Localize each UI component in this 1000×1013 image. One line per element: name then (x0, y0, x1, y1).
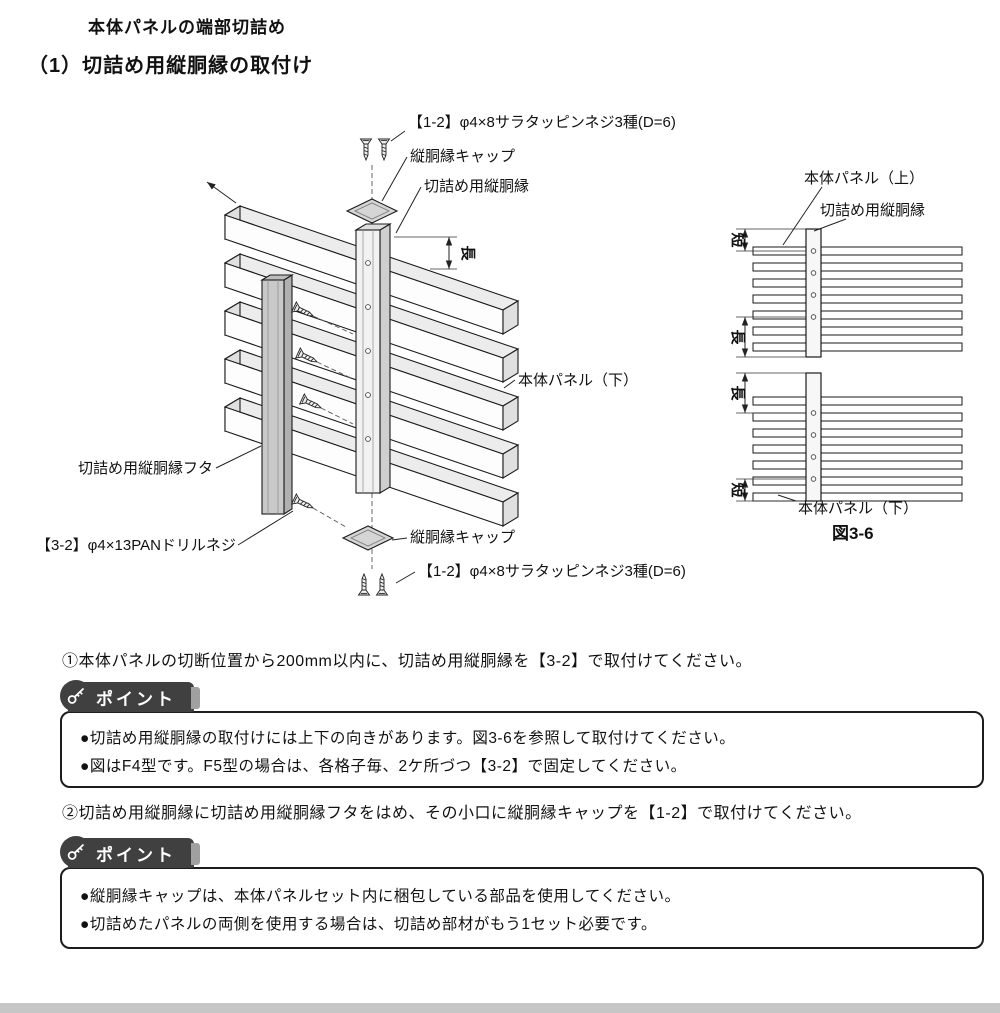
page-title: 本体パネルの端部切詰め (88, 18, 286, 37)
leader-screw-top (390, 130, 406, 142)
side-upper-slats (752, 246, 963, 352)
dim-short-top-label: 短 (729, 232, 747, 247)
furring-strip (354, 223, 392, 494)
leader-side-panel-upper (782, 186, 823, 246)
point-tab-label: ポイント (96, 845, 176, 865)
drill-screws (291, 301, 354, 528)
dim-long-label: 長 (459, 245, 476, 261)
dim-long-top-label: 長 (729, 329, 746, 345)
dim-short-bottom-label: 短 (729, 482, 747, 497)
leader-furring (395, 186, 422, 234)
label-drill-screw: 【3-2】φ4×13PANドリルネジ (36, 537, 236, 554)
leader-cap-bottom (391, 537, 408, 541)
dimension-long: 長 (394, 236, 476, 270)
side-view-diagram: 短 長 長 短 本体パネル（上） 切詰め用縦胴縁 本体パネル（下） 図3-6 (729, 170, 963, 543)
label-side-furring: 切詰め用縦胴縁 (820, 202, 925, 219)
label-screw-top: 【1-2】φ4×8サラタッピンネジ3種(D=6) (408, 114, 676, 131)
point-item: ●切詰めたパネルの両側を使用する場合は、切詰め部材がもう1セット必要です。 (80, 916, 657, 933)
tapping-screws-top (360, 138, 390, 161)
point-item: ●切詰め用縦胴縁の取付けには上下の向きがあります。図3-6を参照して取付けてくだ… (80, 730, 736, 747)
point-tab-1: ポイント (60, 679, 200, 712)
label-side-panel-upper: 本体パネル（上） (804, 170, 924, 187)
leader-cap-top (381, 156, 408, 202)
label-cover: 切詰め用縦胴縁フタ (78, 460, 213, 477)
panel-bars (223, 205, 520, 527)
key-icon (60, 679, 92, 712)
point-tab-label: ポイント (96, 689, 176, 709)
point-box-1: ●切詰め用縦胴縁の取付けには上下の向きがあります。図3-6を参照して取付けてくだ… (60, 711, 984, 788)
page-bottom-edge (0, 1003, 1000, 1013)
page-subtitle: （1）切詰め用縦胴縁の取付け (28, 55, 314, 77)
figure-caption: 図3-6 (832, 524, 874, 543)
step-1-text: ①本体パネルの切断位置から200mm以内に、切詰め用縦胴縁を【3-2】で取付けて… (62, 653, 753, 670)
bar-direction-arrow (206, 181, 237, 204)
point-item: ●縦胴縁キャップは、本体パネルセット内に梱包している部品を使用してください。 (80, 888, 681, 905)
step-2-text: ②切詰め用縦胴縁に切詰め用縦胴縁フタをはめ、その小口に縦胴縁キャップを【1-2】… (62, 805, 862, 822)
label-side-panel-lower: 本体パネル（下） (798, 500, 918, 517)
tapping-screws-bottom (358, 573, 388, 596)
label-cap-top: 縦胴縁キャップ (410, 148, 515, 165)
cap-top (345, 198, 399, 224)
leader-panel-lower (503, 379, 516, 389)
drill-screw (291, 493, 316, 514)
point-tab-2: ポイント (60, 835, 200, 868)
leader-side-panel-lower (777, 494, 797, 502)
assembly-diagram: 長 【1-2】φ4×8サラタッピンネジ3種(D=6) 縦胴縁キャップ 切詰め用縦… (36, 114, 963, 596)
leader-screw-bottom (395, 571, 416, 584)
side-lower-slats (752, 396, 963, 502)
leader-drill-screw (237, 510, 294, 546)
leader-cover (215, 445, 262, 469)
leader-side-furring (813, 218, 847, 232)
label-furring: 切詰め用縦胴縁 (424, 178, 529, 195)
label-panel-lower: 本体パネル（下） (518, 372, 638, 389)
side-upper-furring (805, 228, 822, 358)
point-item: ●図はF4型です。F5型の場合は、各格子毎、2ケ所づつ【3-2】で固定してくださ… (80, 758, 687, 775)
cap-bottom (341, 525, 395, 551)
cover-strip (260, 274, 294, 515)
key-icon (60, 835, 92, 868)
dim-long-bottom-label: 長 (729, 385, 746, 401)
side-lower-furring (805, 372, 822, 502)
label-cap-bottom: 縦胴縁キャップ (410, 529, 515, 546)
label-screw-bottom: 【1-2】φ4×8サラタッピンネジ3種(D=6) (418, 563, 686, 580)
point-box-2: ●縦胴縁キャップは、本体パネルセット内に梱包している部品を使用してください。 ●… (60, 867, 984, 949)
